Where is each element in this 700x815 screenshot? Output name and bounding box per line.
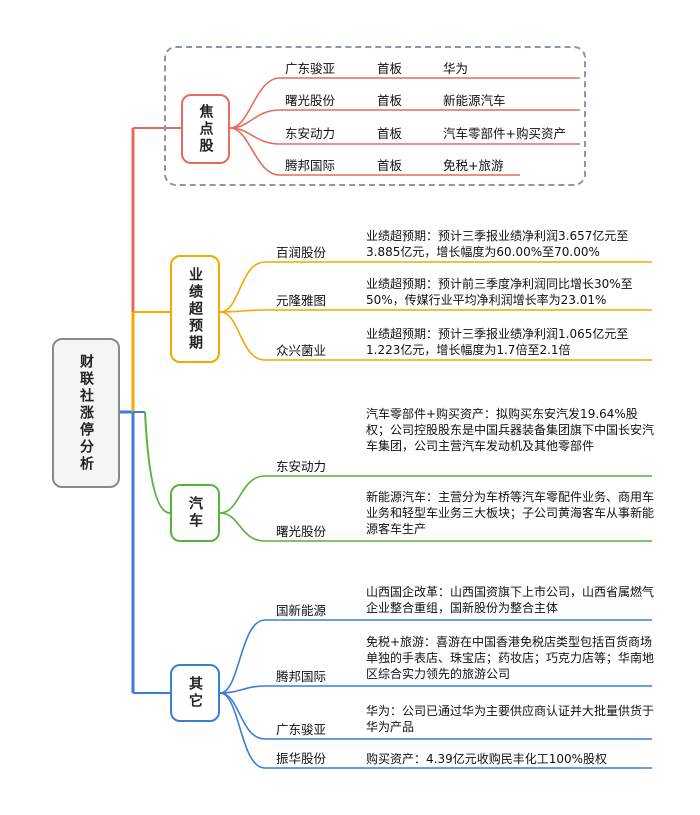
other-stock-desc: 华为：公司已通过华为主要供应商认证并大批量供货于华为产品 (366, 704, 655, 734)
root-title: 财联社涨停分析 (78, 353, 94, 473)
branch-performance: 业绩超预期 (170, 255, 220, 363)
other-stock-name: 腾邦国际 (276, 669, 327, 684)
auto-stock-desc: 汽车零部件+购买资产：拟购买东安汽发19.64%股权；公司控股股东是中国兵器装备… (366, 407, 655, 453)
focus-stock-board: 首板 (377, 61, 403, 76)
focus-stock-board: 首板 (377, 126, 403, 141)
focus-stock-name: 腾邦国际 (285, 158, 336, 173)
branch-focus-label: 焦点股 (197, 103, 214, 155)
focus-stock-name: 东安动力 (285, 126, 336, 141)
branch-auto-label: 汽车 (187, 496, 203, 530)
focus-stock-reason: 免税+旅游 (443, 158, 504, 173)
auto-stock-desc: 新能源汽车：主营分为车桥等汽车零配件业务、商用车业务和轻型车业务三大板块；子公司… (366, 490, 655, 536)
auto-stock-name: 曙光股份 (276, 524, 327, 539)
focus-stock-name: 曙光股份 (285, 93, 336, 108)
performance-stock-name: 众兴菌业 (276, 343, 327, 358)
performance-stock-name: 元隆雅图 (276, 293, 327, 308)
performance-stock-desc: 业绩超预期：预计三季报业绩净利润1.065亿元至1.223亿元，增长幅度为1.7… (366, 327, 629, 357)
other-stock-desc: 山西国企改革：山西国资旗下上市公司，山西省属燃气企业整合重组，国新股份为整合主体 (366, 585, 655, 615)
branch-focus-stocks: 焦点股 (181, 94, 230, 164)
other-stock-name: 国新能源 (276, 603, 327, 618)
auto-stock-name: 东安动力 (276, 459, 327, 474)
branch-auto: 汽车 (170, 484, 220, 542)
performance-stock-desc: 业绩超预期：预计前三季度净利润同比增长30%至50%，传媒行业平均净利润增长率为… (366, 277, 633, 307)
branch-other: 其它 (170, 664, 220, 722)
performance-stock-desc: 业绩超预期：预计三季报业绩净利润3.657亿元至3.885亿元，增长幅度为60.… (366, 229, 629, 259)
other-stock-desc: 购买资产：4.39亿元收购民丰化工100%股权 (366, 752, 608, 766)
focus-stock-reason: 新能源汽车 (443, 93, 506, 108)
other-stock-name: 广东骏亚 (276, 722, 327, 737)
other-stock-desc: 免税+旅游：喜游在中国香港免税店类型包括百货商场单独的手表店、珠宝店；药妆店；巧… (366, 635, 655, 681)
focus-group-frame (164, 46, 586, 186)
branch-performance-label: 业绩超预期 (187, 266, 203, 352)
performance-stock-name: 百润股份 (276, 245, 327, 260)
focus-stock-board: 首板 (377, 93, 403, 108)
branch-other-label: 其它 (187, 676, 203, 710)
focus-stock-name: 广东骏亚 (285, 61, 336, 76)
other-stock-name: 振华股份 (276, 751, 327, 766)
focus-stock-reason: 华为 (443, 61, 469, 76)
focus-stock-board: 首板 (377, 158, 403, 173)
root-node: 财联社涨停分析 (52, 338, 120, 488)
focus-stock-reason: 汽车零部件+购买资产 (443, 126, 566, 141)
